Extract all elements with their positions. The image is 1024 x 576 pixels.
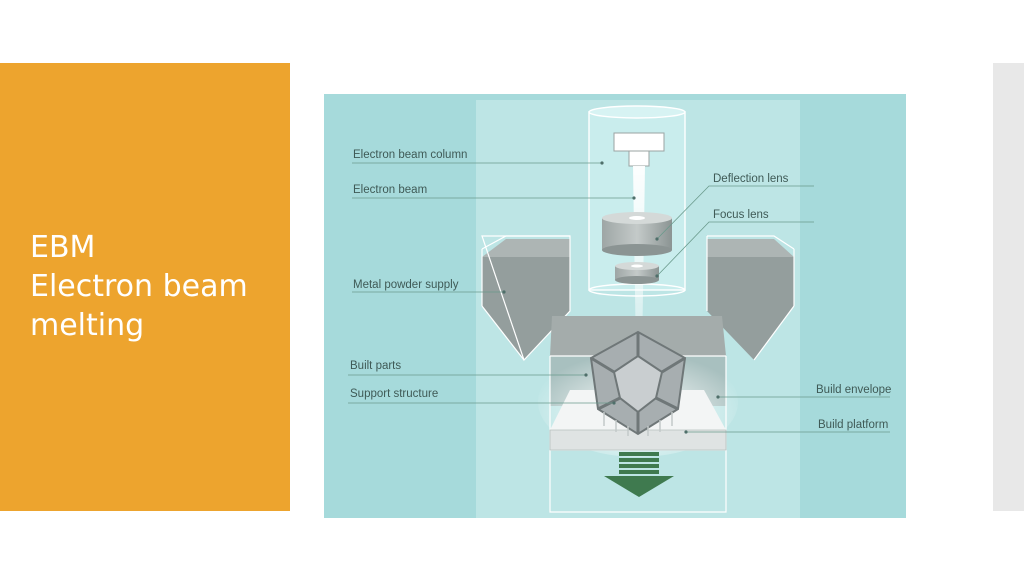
deflection-lens — [602, 212, 672, 256]
label-metal-powder-supply: Metal powder supply — [353, 279, 459, 291]
built-part — [589, 330, 687, 436]
platform-down-arrow — [604, 452, 674, 497]
leader-dots — [502, 161, 720, 434]
leader-lines — [348, 162, 890, 433]
label-built-parts: Built parts — [350, 360, 401, 372]
label-build-platform: Build platform — [818, 419, 888, 431]
title-line-1: EBM — [30, 230, 96, 265]
slide-title: EBM Electron beam melting — [30, 228, 280, 345]
label-deflection-lens: Deflection lens — [713, 173, 789, 185]
label-focus-lens: Focus lens — [713, 209, 769, 221]
ebm-diagram: Electron beam column Electron beam Defle… — [324, 94, 906, 518]
electron-gun — [613, 132, 665, 167]
side-strip — [993, 63, 1024, 511]
focus-lens — [615, 262, 659, 284]
label-build-envelope: Build envelope — [816, 384, 891, 396]
label-electron-beam-column: Electron beam column — [353, 149, 467, 161]
left-powder-hopper — [481, 235, 571, 362]
label-electron-beam: Electron beam — [353, 184, 427, 196]
title-line-2: Electron beam — [30, 269, 248, 304]
right-powder-hopper — [706, 235, 795, 361]
title-line-3: melting — [30, 308, 145, 343]
support-structure — [603, 412, 673, 436]
title-panel — [0, 63, 290, 511]
label-support-structure: Support structure — [350, 388, 438, 400]
